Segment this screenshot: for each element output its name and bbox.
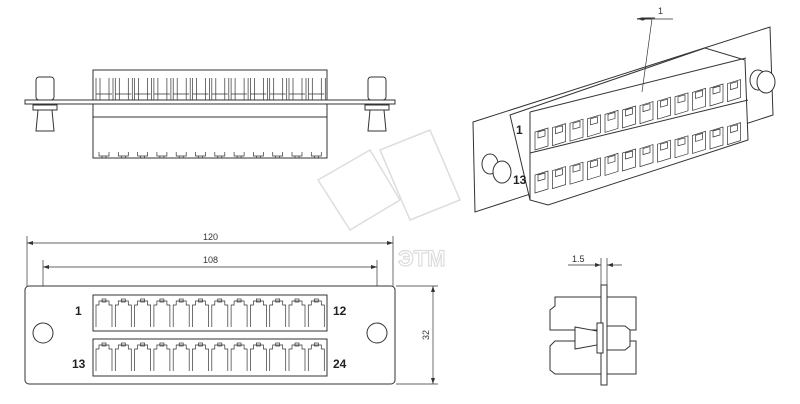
iso-port xyxy=(674,92,689,116)
screw-right xyxy=(364,76,390,132)
iso-port xyxy=(639,144,654,168)
iso-port xyxy=(534,127,549,151)
iso-port xyxy=(622,148,636,172)
iso-label-13: 13 xyxy=(513,173,527,187)
iso-port xyxy=(657,139,671,163)
fin xyxy=(230,78,249,159)
iso-port xyxy=(657,96,671,120)
port xyxy=(230,342,248,371)
iso-adapter-body xyxy=(509,47,749,206)
mount-hole-left xyxy=(32,322,54,344)
iso-port xyxy=(604,109,619,133)
port xyxy=(250,342,267,371)
port xyxy=(134,298,151,327)
port xyxy=(114,298,132,327)
isometric-view: 1 13 1 xyxy=(472,6,776,213)
port xyxy=(230,298,248,327)
iso-port xyxy=(587,157,601,181)
port xyxy=(269,298,287,327)
port xyxy=(192,298,209,327)
top-view xyxy=(24,69,396,159)
iso-port xyxy=(587,114,601,138)
fin xyxy=(307,78,326,159)
port xyxy=(211,298,229,327)
fin xyxy=(288,78,307,159)
watermark-logo: ЭТМ xyxy=(316,129,461,272)
port xyxy=(288,342,306,371)
iso-port xyxy=(692,130,706,154)
iso-port xyxy=(552,166,566,190)
fin xyxy=(153,78,172,159)
dim-hole-spacing: 108 xyxy=(203,255,218,265)
iso-port xyxy=(622,105,636,129)
port xyxy=(269,342,287,371)
side-view: 1.5 xyxy=(549,254,637,386)
port xyxy=(192,342,209,371)
label-port-1: 1 xyxy=(75,304,82,318)
port xyxy=(172,342,190,371)
port xyxy=(134,342,151,371)
port-row-2 xyxy=(92,338,328,377)
port xyxy=(250,298,267,327)
iso-label-1: 1 xyxy=(516,123,523,137)
label-port-13: 13 xyxy=(72,357,86,371)
iso-port xyxy=(709,83,724,107)
fin xyxy=(172,78,191,159)
fin xyxy=(192,78,210,159)
fin xyxy=(114,78,133,159)
port xyxy=(307,298,325,327)
fin xyxy=(269,78,288,159)
iso-port xyxy=(727,79,741,103)
dim-overall-width: 120 xyxy=(203,232,218,242)
front-view: 120 108 32 1 12 13 24 xyxy=(24,232,438,385)
dim-height: 32 xyxy=(421,330,431,340)
iso-screw-right xyxy=(749,69,776,94)
label-port-24: 24 xyxy=(333,357,347,371)
iso-port xyxy=(534,170,549,194)
port xyxy=(95,298,113,327)
iso-screw-left xyxy=(481,153,512,184)
fin xyxy=(211,78,230,159)
port xyxy=(307,342,325,371)
fin xyxy=(95,78,114,159)
screw-left xyxy=(32,76,58,132)
iso-port xyxy=(552,123,566,147)
port xyxy=(288,298,306,327)
iso-port xyxy=(604,152,619,176)
fin xyxy=(250,78,268,159)
label-port-12: 12 xyxy=(333,304,347,318)
port xyxy=(153,342,171,371)
port xyxy=(172,298,190,327)
port xyxy=(95,342,113,371)
port xyxy=(211,342,229,371)
panel-plate xyxy=(24,99,396,105)
iso-port xyxy=(569,118,584,142)
port xyxy=(153,298,171,327)
fin xyxy=(134,78,152,159)
port-row-1 xyxy=(92,294,328,332)
dim-plate-thickness: 1.5 xyxy=(572,254,585,264)
iso-port xyxy=(569,161,584,185)
iso-port xyxy=(692,87,706,111)
watermark-text: ЭТМ xyxy=(398,246,445,271)
port xyxy=(114,342,132,371)
iso-port xyxy=(674,135,689,159)
mount-hole-right xyxy=(366,322,388,344)
iso-port xyxy=(727,122,741,146)
callout-label: 1 xyxy=(658,6,663,16)
iso-port xyxy=(709,126,724,150)
iso-port xyxy=(639,101,654,125)
